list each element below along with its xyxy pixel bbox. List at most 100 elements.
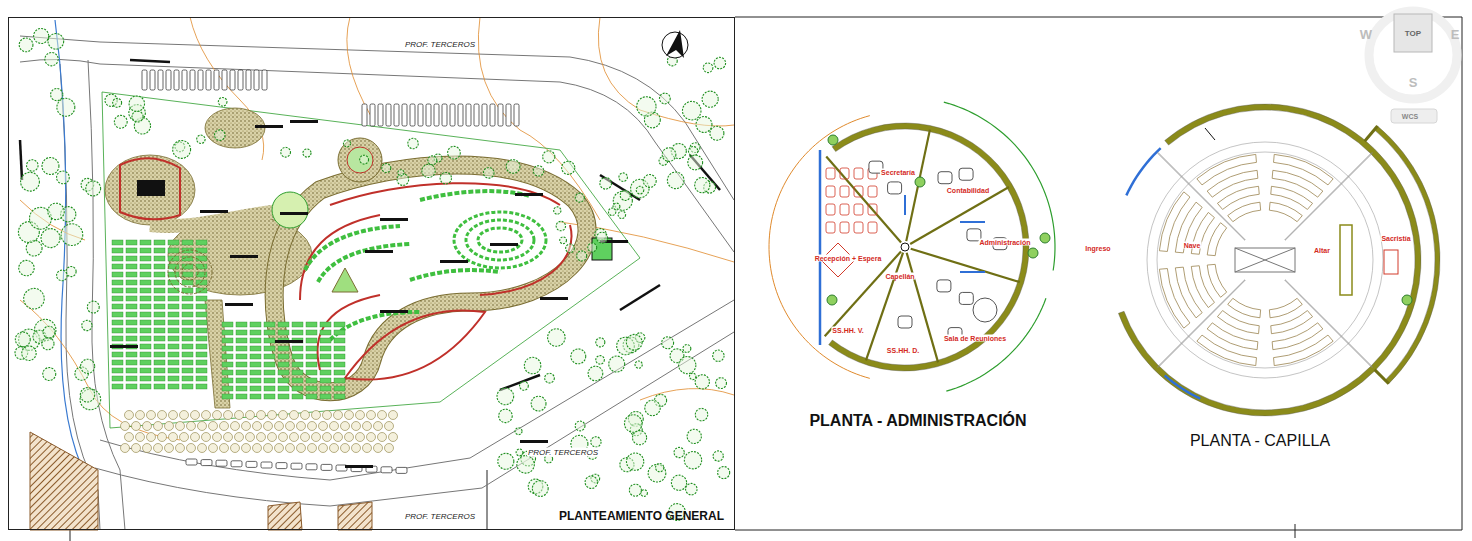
burial-niche bbox=[126, 288, 137, 293]
tree bbox=[560, 237, 567, 244]
garden-edge bbox=[944, 102, 1055, 270]
path-band bbox=[274, 165, 587, 392]
tree bbox=[703, 63, 713, 73]
burial-niche bbox=[140, 248, 151, 253]
burial-niche bbox=[140, 304, 151, 309]
waiting-chair bbox=[854, 222, 863, 233]
burial-niche bbox=[196, 368, 207, 373]
paving-circle bbox=[191, 433, 200, 442]
burial-niche bbox=[154, 384, 165, 389]
burial-niche bbox=[334, 378, 345, 383]
parked-car bbox=[166, 70, 171, 90]
burial-niche bbox=[250, 386, 261, 391]
paving-circle bbox=[191, 411, 200, 420]
burial-niche bbox=[154, 256, 165, 261]
tree bbox=[632, 431, 646, 445]
tree bbox=[113, 98, 122, 107]
burial-niche bbox=[250, 346, 261, 351]
burial-niche bbox=[196, 312, 207, 317]
paving-circle bbox=[367, 411, 376, 420]
parked-car bbox=[450, 104, 455, 126]
parked-car bbox=[174, 70, 179, 90]
parked-car bbox=[321, 464, 332, 470]
burial-niche bbox=[140, 240, 151, 245]
burial-niche bbox=[154, 272, 165, 277]
parked-car bbox=[230, 70, 235, 90]
tree bbox=[679, 357, 696, 374]
furniture bbox=[959, 292, 973, 304]
plan-panel: PLANTA - ADMINISTRACIÓN bbox=[768, 95, 1068, 432]
paving-circle bbox=[209, 422, 218, 431]
parked-car bbox=[482, 104, 487, 126]
burial-niche bbox=[196, 320, 207, 325]
waiting-chair bbox=[826, 186, 835, 197]
burial-niche bbox=[140, 296, 151, 301]
parked-car bbox=[370, 104, 375, 126]
contour-line bbox=[640, 389, 734, 400]
compass-letter: E bbox=[1450, 27, 1461, 42]
neighbour-building bbox=[268, 502, 302, 530]
label-bar bbox=[290, 120, 318, 123]
burial-niche bbox=[250, 394, 261, 399]
burial-niche bbox=[278, 362, 289, 367]
burial-niche bbox=[126, 360, 137, 365]
compass-letter: S bbox=[1408, 75, 1419, 90]
tree bbox=[662, 337, 674, 349]
waiting-chair bbox=[868, 186, 877, 197]
tree bbox=[82, 320, 92, 330]
parked-car bbox=[261, 462, 272, 468]
burial-niche bbox=[154, 304, 165, 309]
tree bbox=[408, 138, 418, 148]
tree bbox=[43, 368, 56, 381]
burial-niche bbox=[222, 338, 233, 343]
parked-car bbox=[190, 70, 195, 90]
central-table bbox=[1235, 248, 1295, 272]
paving-circle bbox=[334, 411, 343, 420]
property-note: PROF. TERCEROS bbox=[527, 448, 599, 457]
glass-window bbox=[1165, 375, 1201, 398]
tree bbox=[24, 288, 45, 309]
burial-niche bbox=[306, 386, 317, 391]
pew bbox=[1269, 202, 1302, 221]
pew bbox=[1274, 154, 1334, 185]
tree bbox=[129, 96, 144, 111]
burial-niche bbox=[236, 322, 247, 327]
parked-car bbox=[201, 460, 212, 466]
paving-circle bbox=[264, 444, 273, 453]
spiral-plaza bbox=[182, 264, 198, 280]
outer-wall bbox=[1118, 104, 1421, 416]
burial-niche bbox=[334, 354, 345, 359]
tree bbox=[19, 260, 34, 275]
burial-niche bbox=[140, 272, 151, 277]
paving-circle bbox=[187, 422, 196, 431]
burial-niche bbox=[250, 330, 261, 335]
burial-niche bbox=[306, 322, 317, 327]
burial-niche bbox=[112, 248, 123, 253]
burial-niche bbox=[126, 272, 137, 277]
property-note: PROF. TERCEROS bbox=[404, 40, 476, 49]
door bbox=[960, 221, 985, 223]
parked-car bbox=[231, 461, 242, 467]
paving-circle bbox=[341, 422, 350, 431]
burial-niche bbox=[222, 330, 233, 335]
label-bar bbox=[230, 255, 258, 258]
waiting-chair bbox=[826, 204, 835, 215]
furniture bbox=[937, 280, 951, 292]
burial-niche bbox=[182, 328, 193, 333]
tree bbox=[609, 356, 625, 372]
tree bbox=[41, 229, 60, 248]
sacristy-wall bbox=[1374, 126, 1440, 384]
paving-circle bbox=[286, 422, 295, 431]
tree bbox=[15, 332, 30, 347]
burial-niche bbox=[154, 312, 165, 317]
pew bbox=[1197, 335, 1257, 366]
tree bbox=[596, 356, 605, 365]
room-name: Nave bbox=[1183, 242, 1202, 249]
road-marker bbox=[20, 140, 22, 180]
burial-niche bbox=[320, 362, 331, 367]
burial-niche bbox=[112, 272, 123, 277]
tree bbox=[531, 396, 546, 411]
room-name: Contabilidad bbox=[946, 187, 990, 194]
room-name: Altar bbox=[1313, 247, 1331, 254]
burial-niche bbox=[182, 376, 193, 381]
